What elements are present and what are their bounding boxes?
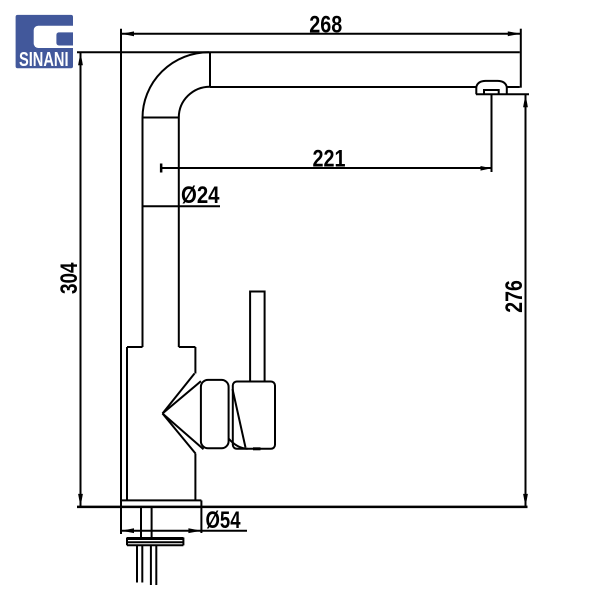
svg-text:Ø54: Ø54 [206,507,241,534]
svg-text:SINANI: SINANI [19,49,69,71]
svg-text:276: 276 [501,280,528,313]
svg-text:304: 304 [56,262,83,294]
svg-text:268: 268 [309,11,342,38]
svg-text:221: 221 [313,145,346,172]
svg-text:Ø24: Ø24 [181,182,220,209]
